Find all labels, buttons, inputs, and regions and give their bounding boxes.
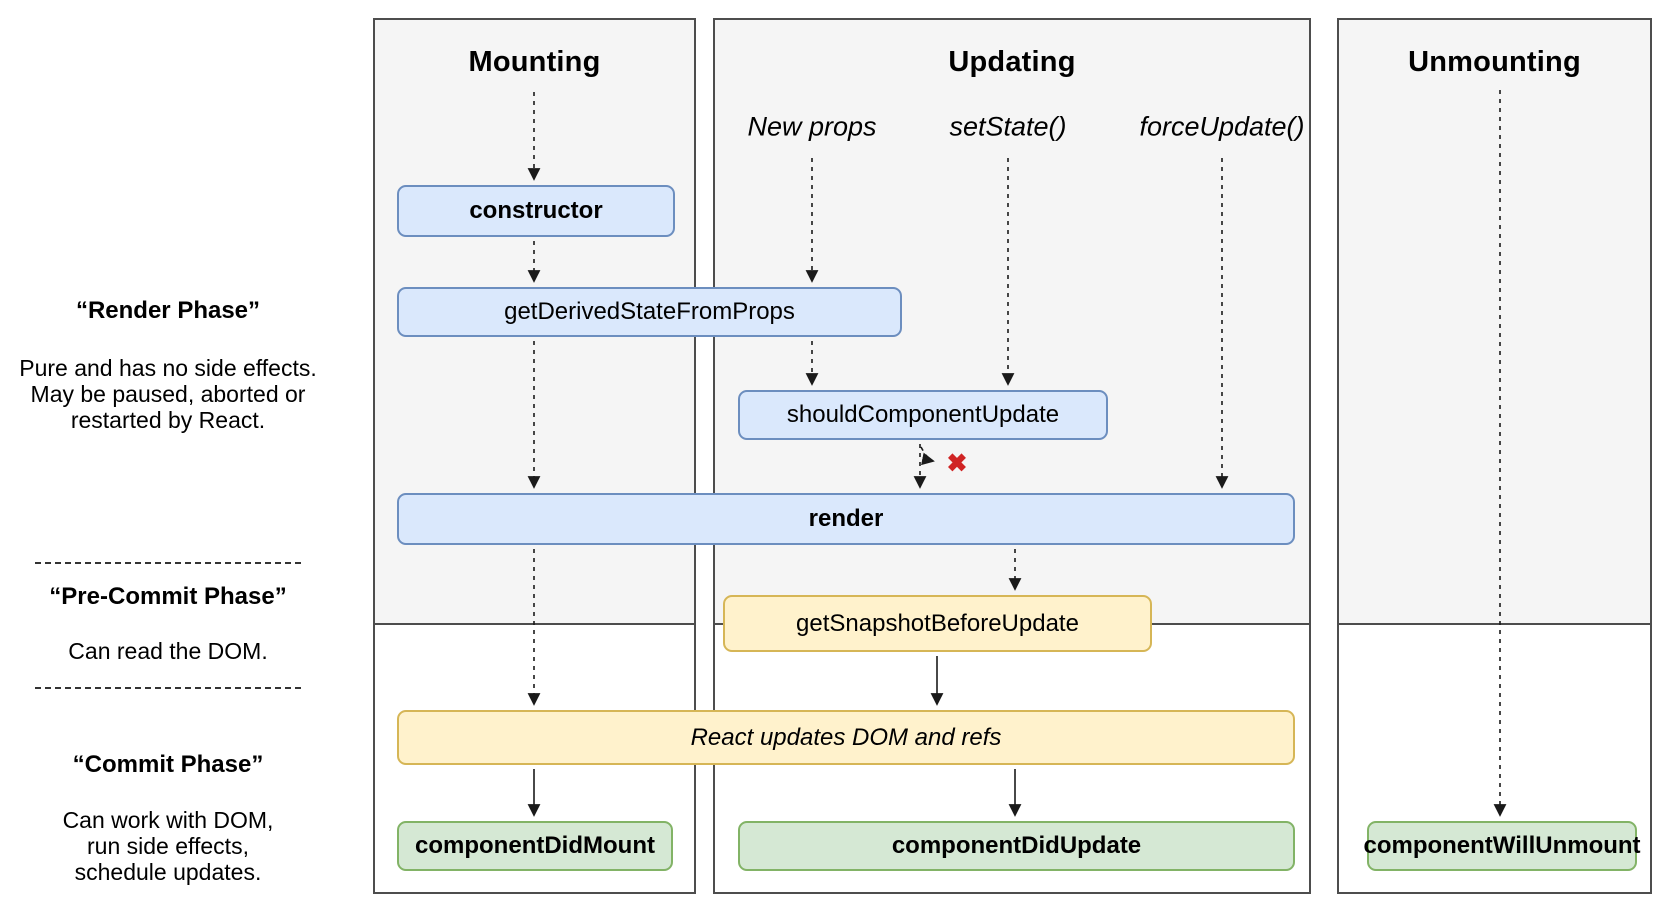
commit-phase-title: “Commit Phase” <box>72 751 264 778</box>
phase-divider <box>35 562 301 564</box>
trigger-set-state: setState() <box>949 111 1067 142</box>
getsnapshotbeforeupdate-box: getSnapshotBeforeUpdate <box>723 595 1152 652</box>
render-phase-shading <box>1339 20 1650 625</box>
react-updates-dom-box: React updates DOM and refs <box>397 710 1295 765</box>
trigger-force-update: forceUpdate() <box>1139 111 1305 142</box>
updating-column-title: Updating <box>948 46 1076 78</box>
trigger-new-props: New props <box>747 111 877 142</box>
shouldcomponentupdate-box: shouldComponentUpdate <box>738 390 1108 440</box>
phase-divider <box>35 687 301 689</box>
unmounting-column: Unmounting <box>1337 18 1652 894</box>
pre-commit-phase-description: Can read the DOM. <box>68 638 268 664</box>
commit-phase-description: Can work with DOM, run side effects, sch… <box>62 807 274 885</box>
getderivedstatefromprops-box: getDerivedStateFromProps <box>397 287 902 337</box>
componentdidmount-box: componentDidMount <box>397 821 673 871</box>
render-phase-description: Pure and has no side effects. May be pau… <box>19 355 317 433</box>
componentwillunmount-box: componentWillUnmount <box>1363 821 1641 871</box>
update-blocked-x-icon: ✖ <box>946 449 968 478</box>
mounting-column-title: Mounting <box>468 46 601 78</box>
unmounting-column-title: Unmounting <box>1408 46 1581 78</box>
componentdidupdate-box: componentDidUpdate <box>738 821 1295 871</box>
render-phase-title: “Render Phase” <box>75 297 261 324</box>
pre-commit-phase-title: “Pre-Commit Phase” <box>49 583 287 610</box>
constructor-box: constructor <box>397 185 675 237</box>
render-box: render <box>397 493 1295 545</box>
